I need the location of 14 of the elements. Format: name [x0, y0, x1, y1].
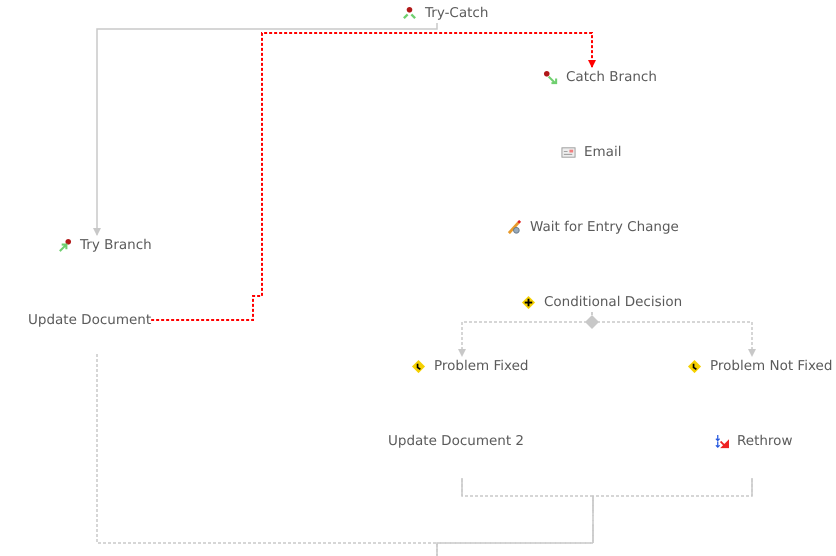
step-label: Catch Branch: [566, 68, 657, 87]
arrow: [151, 32, 596, 321]
step-label: Conditional Decision: [544, 293, 682, 312]
step-label: Problem Fixed: [434, 357, 528, 376]
step-label: Try-Catch: [425, 4, 488, 23]
step-label: Try Branch: [80, 236, 152, 255]
step-label: Update Document 2: [388, 432, 524, 451]
arrow: [93, 23, 438, 236]
step-label: Wait for Entry Change: [530, 218, 679, 237]
arrow: [591, 312, 756, 357]
step-label: Update Document: [28, 311, 152, 330]
step-label: Email: [584, 143, 622, 162]
step-label: Problem Not Fixed: [710, 357, 832, 376]
step-label: Rethrow: [737, 432, 792, 451]
